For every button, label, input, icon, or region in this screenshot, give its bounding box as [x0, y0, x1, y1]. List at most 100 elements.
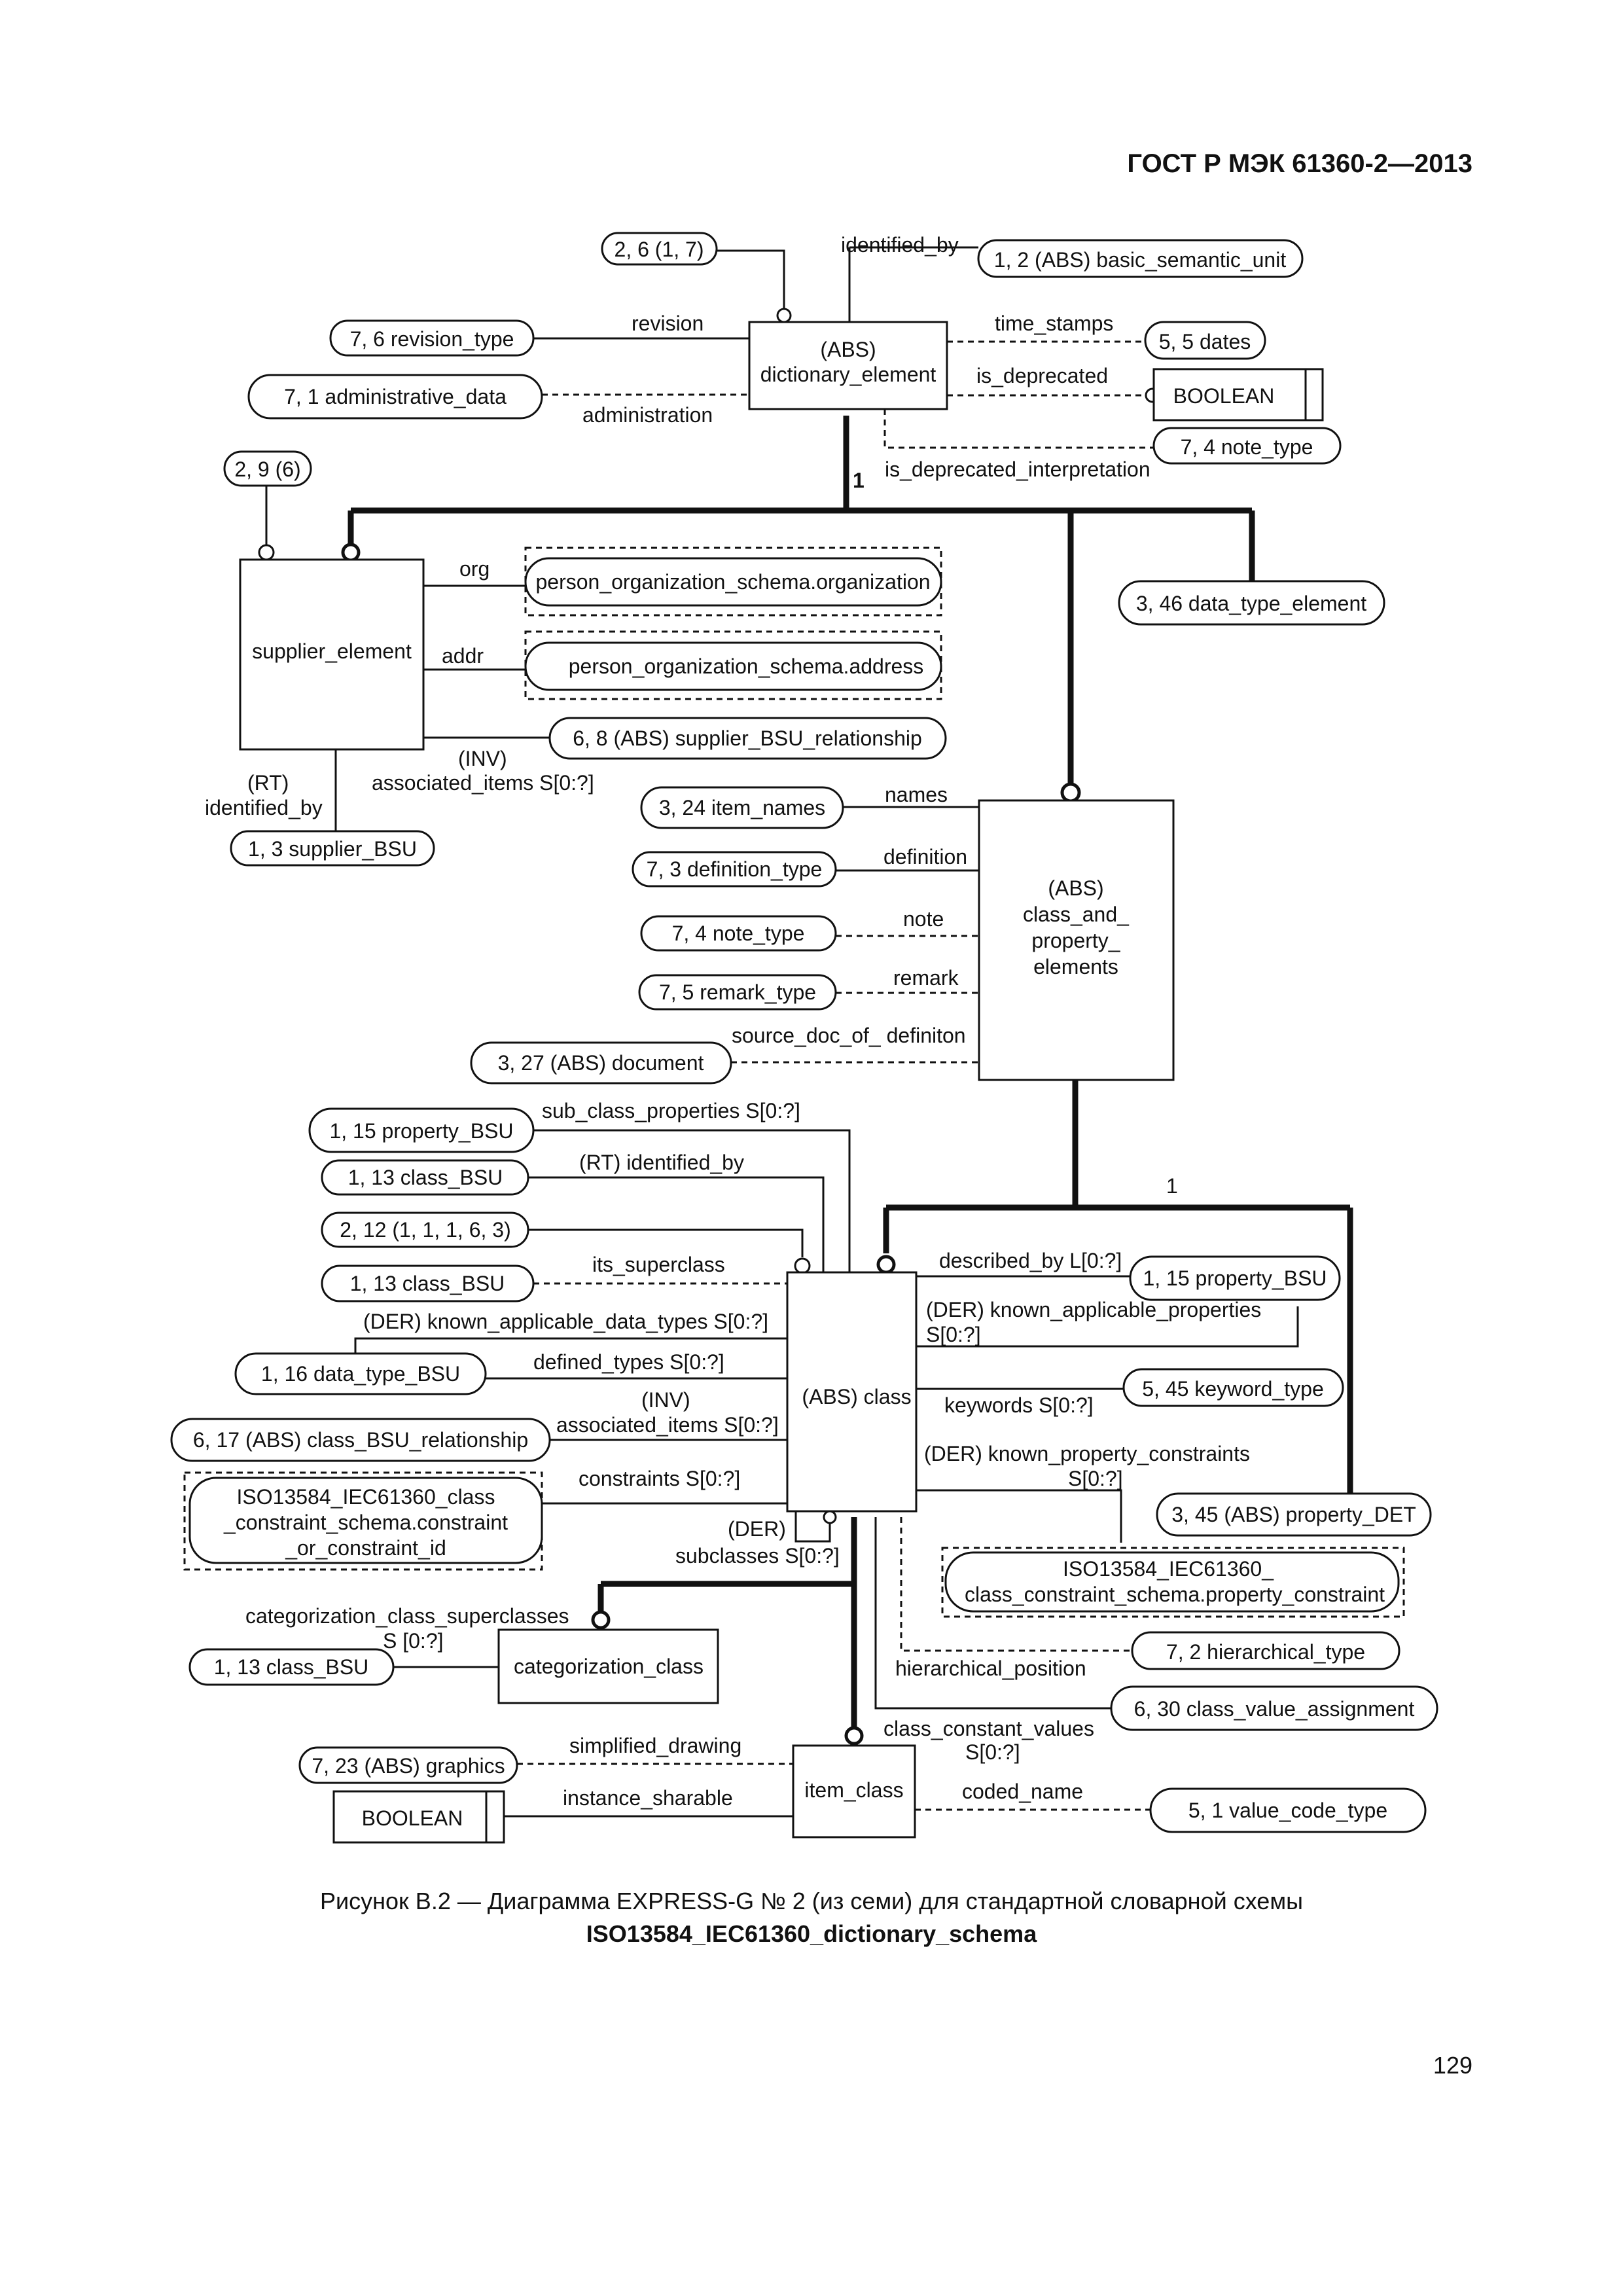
entity-dictionary-element	[748, 321, 948, 410]
label-identified-by-supplier: identified_by	[205, 796, 323, 819]
entity-item-class	[792, 1744, 916, 1839]
label-der-known-data-types: (DER) known_applicable_data_types S[0:?]	[363, 1310, 768, 1333]
entity-supplier-element-name: supplier_element	[252, 639, 412, 663]
ref-note-type-top: 7, 4 note_type	[1181, 435, 1313, 459]
label-der-known-constraints-s: S[0:?]	[1068, 1467, 1123, 1490]
label-time-stamps: time_stamps	[995, 312, 1113, 335]
ref-dates: 5, 5 dates	[1159, 330, 1251, 353]
label-associated-items-supplier: associated_items S[0:?]	[372, 771, 594, 795]
ref-data-type-element: 3, 46 data_type_element	[1136, 592, 1366, 615]
ref-class-bsu-relationship: 6, 17 (ABS) class_BSU_relationship	[193, 1428, 528, 1452]
figure-caption-line1: Рисунок В.2 — Диаграмма EXPRESS-G № 2 (и…	[320, 1888, 1303, 1914]
ref-class-bsu-3: 1, 13 class_BSU	[214, 1655, 369, 1679]
ref-data-type-bsu: 1, 16 data_type_BSU	[261, 1362, 460, 1386]
ref-hierarchical-type: 7, 2 hierarchical_type	[1166, 1640, 1365, 1664]
label-revision: revision	[632, 312, 704, 335]
label-class-constant-values-s: S[0:?]	[965, 1740, 1020, 1764]
ref-constraint-line3: _or_constraint_id	[285, 1536, 446, 1560]
ref-value-code-type: 5, 1 value_code_type	[1188, 1799, 1387, 1822]
entity-class-and-property-elements	[978, 799, 1175, 1081]
label-simplified-drawing: simplified_drawing	[569, 1734, 741, 1757]
ref-keyword-type: 5, 45 keyword_type	[1142, 1377, 1324, 1401]
label-org: org	[459, 557, 490, 581]
label-remark: remark	[893, 966, 959, 990]
label-coded-name: coded_name	[962, 1780, 1083, 1803]
ref-property-bsu-left: 1, 15 property_BSU	[329, 1119, 513, 1143]
ref-person-organization: person_organization_schema.organization	[535, 570, 930, 594]
entity-categorization-class-name: categorization_class	[514, 1655, 704, 1678]
ref-property-bsu-right: 1, 15 property_BSU	[1143, 1266, 1327, 1290]
label-addr: addr	[442, 644, 484, 668]
ref-constraint-line2: _constraint_schema.constraint	[223, 1511, 508, 1534]
label-defined-types: defined_types S[0:?]	[533, 1350, 724, 1374]
label-subclasses: subclasses S[0:?]	[675, 1544, 840, 1568]
label-constraints: constraints S[0:?]	[579, 1467, 740, 1490]
label-names: names	[885, 783, 948, 806]
entity-cpe-line4: elements	[1033, 955, 1118, 978]
label-note: note	[903, 907, 944, 931]
entity-class-name: (ABS) class	[802, 1385, 911, 1408]
label-rt: (RT)	[247, 771, 289, 795]
entity-class	[786, 1271, 918, 1513]
label-inv-class: (INV)	[641, 1388, 690, 1412]
entities: (ABS) dictionary_element supplier_elemen…	[239, 321, 1324, 1844]
label-categorization-superclasses: categorization_class_superclasses	[245, 1604, 569, 1628]
label-is-deprecated-interpretation: is_deprecated_interpretation	[885, 457, 1150, 481]
ref-item-names: 3, 24 item_names	[659, 796, 825, 819]
ref-property-constraint-line2: class_constraint_schema.property_constra…	[965, 1583, 1385, 1606]
entity-item-class-name: item_class	[804, 1778, 903, 1802]
boolean-type-1-label: BOOLEAN	[1173, 384, 1275, 408]
entity-cpe-line1: (ABS)	[1048, 876, 1103, 900]
label-inv: (INV)	[458, 747, 507, 770]
ref-class-bsu-2: 1, 13 class_BSU	[350, 1272, 505, 1295]
ref-2-12: 2, 12 (1, 1, 1, 6, 3)	[340, 1218, 510, 1242]
label-its-superclass: its_superclass	[592, 1253, 725, 1276]
page-number: 129	[1433, 2052, 1472, 2079]
boolean-type-2	[332, 1790, 505, 1844]
ref-revision-type: 7, 6 revision_type	[350, 327, 514, 351]
label-der-subclasses: (DER)	[728, 1517, 786, 1541]
ref-graphics: 7, 23 (ABS) graphics	[312, 1754, 505, 1778]
label-der-known-constraints: (DER) known_property_constraints	[924, 1442, 1250, 1465]
label-der-known-props-s: S[0:?]	[926, 1323, 981, 1346]
ref-document: 3, 27 (ABS) document	[498, 1051, 704, 1075]
label-source-doc: source_doc_of_ definiton	[732, 1024, 966, 1047]
reference-pills: 2, 6 (1, 7) 1, 2 (ABS) basic_semantic_un…	[170, 232, 1438, 1833]
ref-constraint-line1: ISO13584_IEC61360_class	[237, 1485, 495, 1509]
ref-property-constraint-line1: ISO13584_IEC61360_	[1063, 1557, 1274, 1581]
ref-supplier-bsu-relationship: 6, 8 (ABS) supplier_BSU_relationship	[573, 726, 922, 750]
ref-person-address: person_organization_schema.address	[569, 655, 924, 678]
boolean-type-1	[1152, 368, 1324, 422]
entity-cpe-line3: property_	[1031, 929, 1120, 952]
entity-supplier-element	[239, 558, 425, 751]
ref-definition-type: 7, 3 definition_type	[647, 857, 823, 881]
label-identified-by: identified_by	[841, 233, 959, 257]
entity-dictionary-element-name: dictionary_element	[760, 363, 936, 386]
label-rt-identified-by: (RT) identified_by	[579, 1151, 744, 1174]
entity-dictionary-element-abs: (ABS)	[820, 338, 876, 361]
ref-class-value-assignment: 6, 30 class_value_assignment	[1134, 1697, 1415, 1721]
entity-categorization-class	[497, 1628, 719, 1704]
standard-header: ГОСТ Р МЭК 61360-2—2013	[1127, 149, 1472, 178]
ref-remark-type: 7, 5 remark_type	[659, 980, 816, 1004]
ref-basic-semantic-unit: 1, 2 (ABS) basic_semantic_unit	[994, 248, 1287, 272]
relationship-labels: identified_by revision time_stamps is_de…	[205, 233, 1261, 1810]
label-categorization-superclasses-s: S [0:?]	[383, 1629, 444, 1653]
ref-property-det: 3, 45 (ABS) property_DET	[1171, 1503, 1416, 1526]
thick-relations	[348, 416, 1353, 1732]
figure-caption-line2: ISO13584_IEC61360_dictionary_schema	[586, 1920, 1037, 1947]
label-is-deprecated: is_deprecated	[976, 364, 1108, 387]
ref-2-6: 2, 6 (1, 7)	[615, 238, 704, 261]
label-associated-items-class: associated_items S[0:?]	[556, 1413, 779, 1437]
label-keywords: keywords S[0:?]	[944, 1393, 1094, 1417]
label-administration: administration	[582, 403, 713, 427]
label-cardinality-1-top: 1	[853, 469, 865, 492]
boolean-type-2-label: BOOLEAN	[362, 1806, 463, 1830]
label-der-known-props: (DER) known_applicable_properties	[926, 1298, 1261, 1321]
label-cardinality-1-class: 1	[1166, 1174, 1178, 1198]
entity-cpe-line2: class_and_	[1023, 903, 1130, 926]
ref-note-type: 7, 4 note_type	[672, 922, 805, 945]
label-definition: definition	[883, 845, 967, 869]
label-sub-class-properties: sub_class_properties S[0:?]	[542, 1099, 800, 1122]
